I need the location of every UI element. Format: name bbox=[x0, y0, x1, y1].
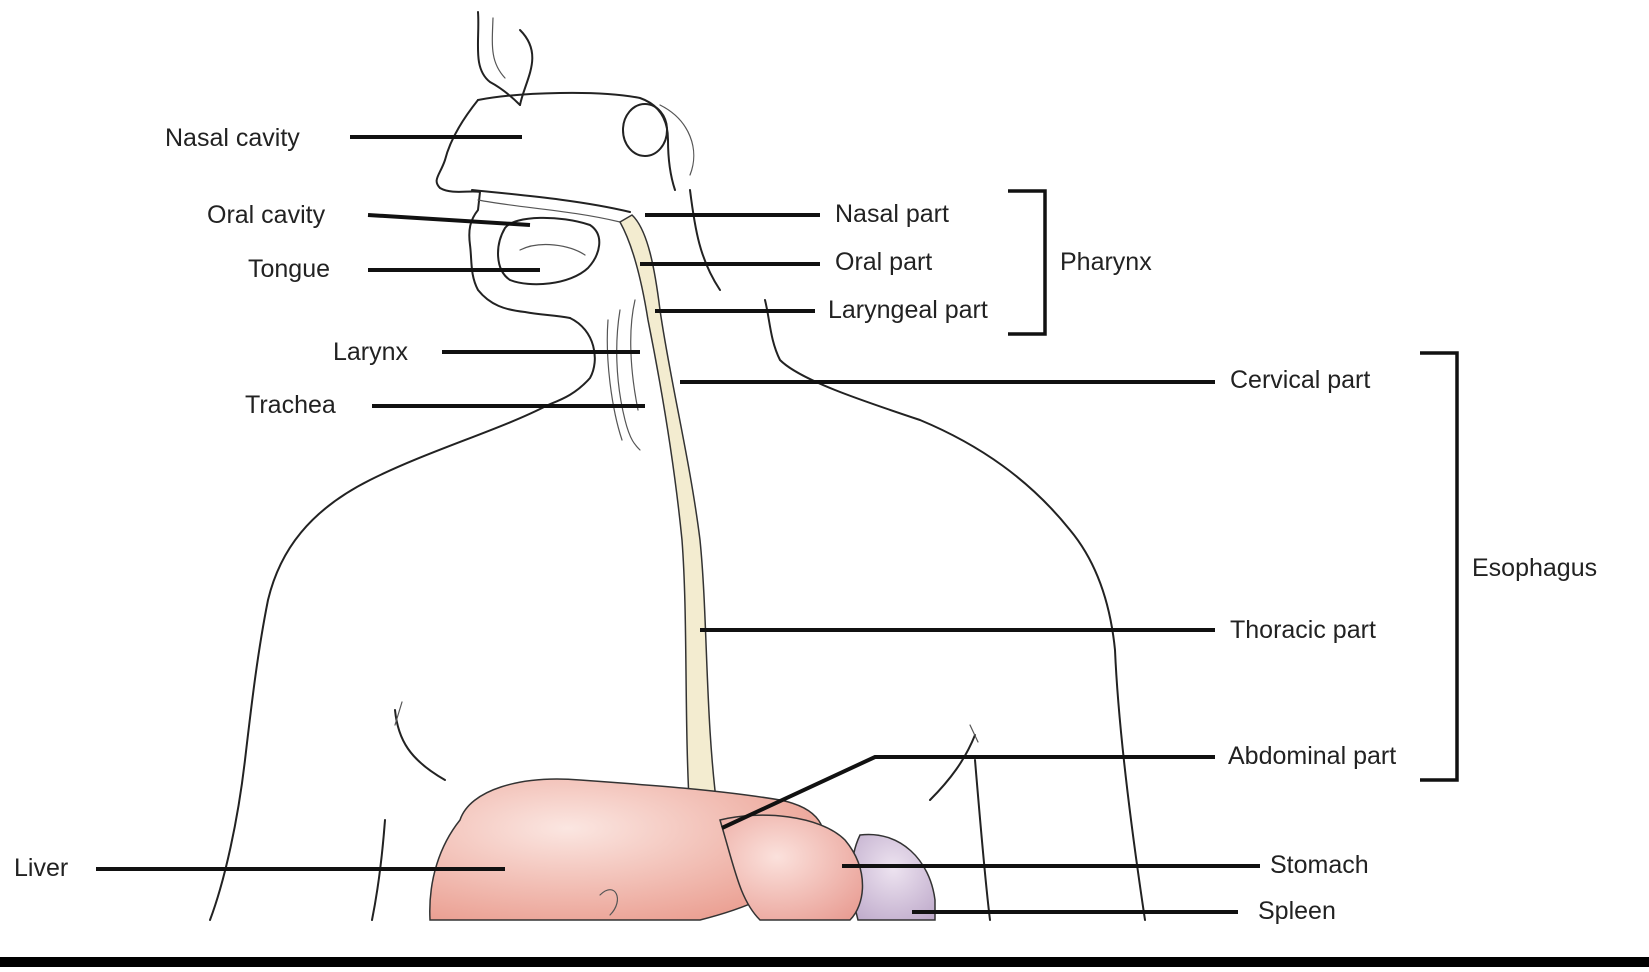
esophagus-tube bbox=[618, 214, 719, 819]
label-trachea: Trachea bbox=[245, 391, 336, 419]
esophagus-shape bbox=[618, 214, 719, 819]
larynx-line-1 bbox=[616, 309, 641, 451]
palate-line-2 bbox=[477, 199, 621, 223]
back-neck-shoulder-right bbox=[764, 299, 1146, 921]
nasal-cavity-outline bbox=[477, 91, 676, 191]
sinus-outline bbox=[622, 103, 668, 157]
pharynx-bracket bbox=[1008, 189, 1047, 336]
neck-front bbox=[547, 317, 596, 406]
liver-shape bbox=[429, 778, 825, 921]
arm-crease-left bbox=[394, 709, 446, 781]
label-laryngeal-part: Laryngeal part bbox=[828, 296, 988, 324]
label-nasal-cavity: Nasal cavity bbox=[165, 124, 300, 152]
label-stomach: Stomach bbox=[1270, 851, 1369, 879]
liver-vessel-detail bbox=[599, 889, 619, 916]
face-profile bbox=[435, 99, 571, 319]
arm-crease-left-tick bbox=[394, 701, 403, 726]
trachea-line bbox=[606, 319, 623, 441]
label-abdominal-part: Abdominal part bbox=[1228, 742, 1396, 770]
palate-line bbox=[471, 189, 631, 213]
shoulder-left bbox=[209, 404, 549, 921]
label-tongue: Tongue bbox=[248, 255, 330, 283]
label-oral-part: Oral part bbox=[835, 248, 932, 276]
label-oral-cavity: Oral cavity bbox=[207, 201, 326, 229]
torso-line-left bbox=[371, 819, 386, 921]
leader-lines-left bbox=[96, 135, 645, 871]
label-larynx: Larynx bbox=[333, 338, 409, 366]
abdominal-part-leader bbox=[721, 755, 1215, 830]
head-contour-top bbox=[476, 11, 521, 106]
organs bbox=[429, 778, 936, 921]
occipital-line bbox=[659, 104, 695, 176]
larynx-line-2 bbox=[630, 299, 639, 411]
label-nasal-part: Nasal part bbox=[835, 200, 949, 228]
tongue-outline bbox=[497, 216, 601, 286]
arm-crease-right-tick bbox=[969, 724, 979, 743]
labels: Nasal cavity Oral cavity Tongue Larynx T… bbox=[14, 124, 1597, 925]
oral-cavity-leader bbox=[367, 213, 531, 227]
head-contour-inner bbox=[491, 17, 506, 79]
arm-crease-right bbox=[929, 734, 976, 801]
stomach-shape bbox=[719, 814, 864, 921]
back-of-head bbox=[689, 189, 721, 291]
tongue-detail bbox=[519, 244, 586, 256]
esophagus-bracket bbox=[1420, 351, 1459, 782]
label-esophagus: Esophagus bbox=[1472, 554, 1597, 582]
spleen-shape bbox=[850, 833, 936, 921]
torso-line-right bbox=[974, 759, 991, 921]
label-pharynx: Pharynx bbox=[1060, 248, 1152, 276]
label-liver: Liver bbox=[14, 854, 68, 882]
label-spleen: Spleen bbox=[1258, 897, 1336, 925]
leader-lines-right bbox=[640, 213, 1260, 914]
nasal-bone-line bbox=[519, 29, 534, 106]
bottom-band bbox=[0, 957, 1649, 967]
label-cervical-part: Cervical part bbox=[1230, 366, 1370, 394]
label-thoracic-part: Thoracic part bbox=[1230, 616, 1376, 644]
